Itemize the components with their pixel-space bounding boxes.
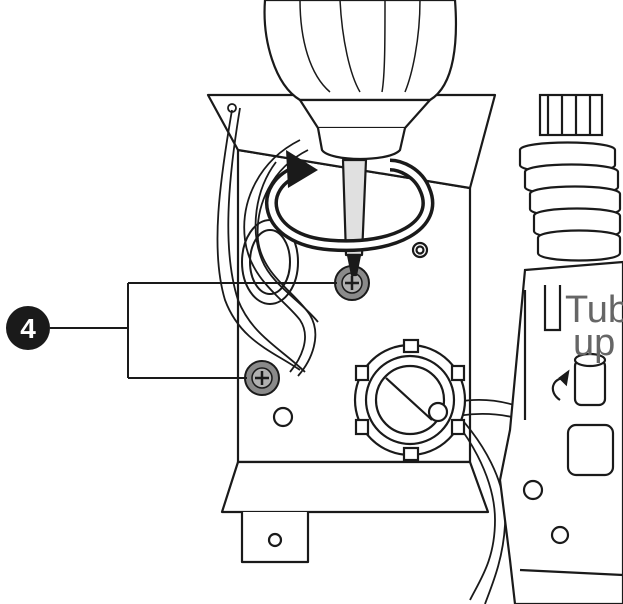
strain-relief-fitting (353, 338, 467, 462)
spring-assembly (518, 93, 622, 262)
callout-number: 4 (20, 313, 36, 344)
power-drill (263, 0, 458, 277)
tub-up-label-line1: Tub (565, 289, 623, 331)
tub-housing (498, 260, 623, 604)
callout-bracket (50, 282, 337, 379)
rotate-clockwise-arrow-icon (265, 150, 435, 253)
tub-up-label-line2: up (573, 322, 615, 364)
callout-number-badge: 4 (6, 306, 50, 350)
phillips-screw-icon (244, 360, 280, 396)
